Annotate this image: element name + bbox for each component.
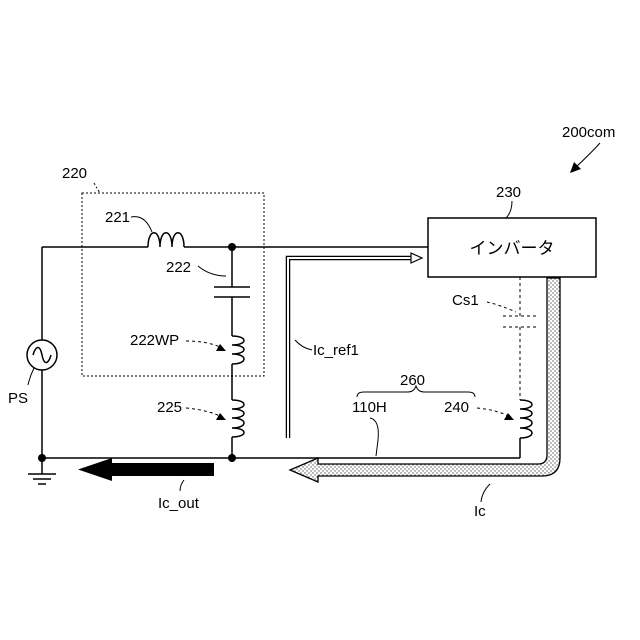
label-Ic: Ic [474, 503, 486, 520]
ic-out-arrow [78, 458, 214, 481]
inverter-label: インバータ [470, 239, 555, 259]
junction-node-bottom [228, 454, 236, 462]
leader-221 [131, 217, 152, 232]
label-PS: PS [8, 390, 28, 407]
inductor-225 [232, 400, 244, 437]
label-230: 230 [496, 184, 521, 201]
arrowhead-222WP [216, 344, 226, 351]
label-222: 222 [166, 259, 191, 276]
label-260: 260 [400, 372, 425, 389]
ground-icon [28, 458, 56, 484]
label-110H: 110H [352, 399, 387, 416]
leader-222 [198, 266, 226, 276]
label-Cs1: Cs1 [452, 292, 479, 309]
ac-source-icon [27, 340, 57, 370]
label-Ic_out: Ic_out [158, 495, 200, 512]
leader-225 [186, 408, 222, 417]
label-220: 220 [62, 165, 87, 182]
stray-capacitor-Cs1 [503, 277, 537, 400]
leader-Ic [481, 484, 490, 502]
leader-240 [477, 408, 510, 417]
leader-Ic_out [180, 480, 184, 491]
label-222WP: 222WP [130, 332, 179, 349]
inductor-222WP [232, 336, 244, 364]
label-240: 240 [444, 399, 469, 416]
leader-110H [370, 418, 378, 456]
leader-Ic_ref1 [295, 340, 312, 350]
inductor-221 [148, 233, 184, 247]
wires [42, 247, 520, 458]
pointer-arrow-200com [570, 143, 600, 173]
leader-PS [28, 368, 34, 385]
leader-Cs1 [487, 302, 516, 312]
capacitor-222 [214, 287, 250, 297]
label-225: 225 [157, 399, 182, 416]
arrowhead-225 [216, 413, 226, 420]
leader-230 [506, 201, 512, 218]
label-200com: 200com [562, 124, 615, 141]
label-221: 221 [105, 209, 130, 226]
arrowhead-240 [504, 413, 514, 420]
inductor-240 [520, 400, 532, 438]
leader-220 [94, 183, 100, 193]
label-Ic_ref1: Ic_ref1 [313, 342, 359, 359]
leader-222WP [186, 341, 222, 348]
junction-node-top [228, 243, 236, 251]
